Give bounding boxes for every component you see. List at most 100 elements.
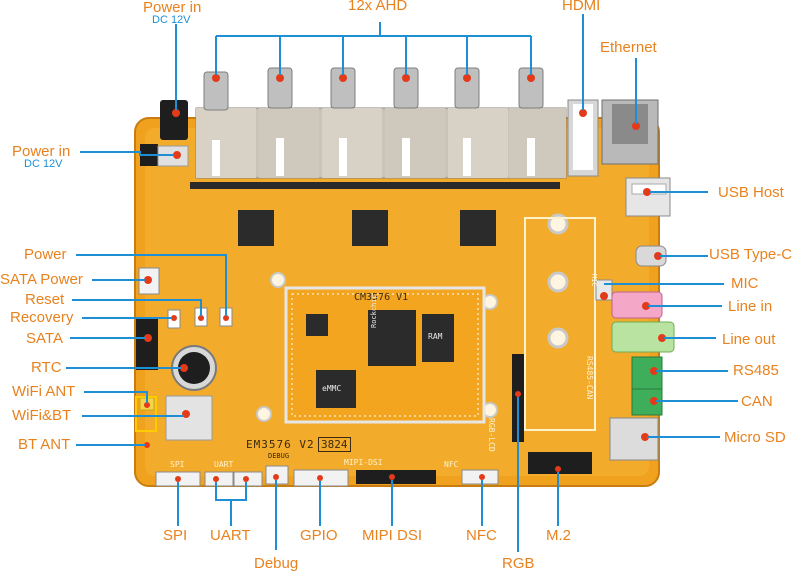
dc-jack-top-marker <box>172 109 180 117</box>
ahd-decoder-2 <box>352 210 388 246</box>
label-power-in-top: Power in <box>143 0 202 16</box>
sata-marker <box>144 334 152 342</box>
rs485-terminal <box>631 356 663 390</box>
label-nfc: NFC <box>466 527 497 544</box>
gpio-marker <box>317 475 323 481</box>
m2-slot <box>528 452 592 474</box>
label-rs485: RS485 <box>733 362 779 379</box>
mipi-dsi-connector <box>356 470 436 484</box>
pmic-chip <box>306 314 328 336</box>
ahd-decoder-3 <box>460 210 496 246</box>
debug-marker <box>273 474 279 480</box>
sata-power-marker <box>144 276 152 284</box>
reset-button-marker <box>198 315 204 321</box>
label-m2: M.2 <box>546 527 572 544</box>
label-debug: Debug <box>254 555 299 572</box>
mount-hole <box>547 213 569 235</box>
micro-sd-slot <box>609 417 659 461</box>
bnc-2 <box>267 67 293 176</box>
micro-sd-marker <box>641 433 649 441</box>
silk-board-name: EM3576 V2 <box>246 438 315 451</box>
label-bt-ant: BT ANT <box>18 436 71 453</box>
label-rgb: RGB <box>502 555 535 572</box>
wifi-ant-marker <box>144 402 150 408</box>
sublabel-power-in-left: DC 12V <box>24 158 63 170</box>
leader-lines <box>66 14 738 552</box>
mount-hole <box>270 272 286 288</box>
label-reset: Reset <box>25 291 65 308</box>
mount-hole <box>547 327 569 349</box>
mic-marker <box>600 292 608 300</box>
label-ethernet: Ethernet <box>600 39 657 56</box>
label-12x-ahd: 12x AHD <box>348 0 408 14</box>
label-gpio: GPIO <box>300 527 338 544</box>
label-power-in-left: Power in <box>12 143 71 160</box>
label-rtc: RTC <box>31 359 62 376</box>
usb-host-marker <box>643 188 651 196</box>
silk-ram: RAM <box>428 332 443 341</box>
sublabel-power-in-top: DC 12V <box>152 14 191 26</box>
silk-spi: SPI <box>170 460 185 469</box>
bnc-3 <box>330 67 356 176</box>
m2-outline <box>524 217 596 431</box>
label-spi: SPI <box>163 527 188 544</box>
can-marker <box>650 397 658 405</box>
mount-hole <box>256 406 272 422</box>
label-micro-sd: Micro SD <box>724 429 786 446</box>
silk-mic: MIC <box>590 274 598 287</box>
bnc-5 <box>454 67 480 176</box>
label-can: CAN <box>741 393 773 410</box>
silk-uart: UART <box>214 460 234 469</box>
wifi-module <box>165 395 213 441</box>
emmc-chip <box>316 370 356 408</box>
label-usb-typec: USB Type-C <box>709 246 793 263</box>
dc-jack-left-marker <box>173 151 181 159</box>
silk-debug: DEBUG <box>268 452 290 460</box>
uart-marker-1 <box>213 476 219 482</box>
label-uart: UART <box>210 527 251 544</box>
label-mic: MIC <box>731 275 759 292</box>
soc-chip <box>368 310 416 366</box>
label-wifi-bt: WiFi&BT <box>12 407 72 424</box>
mount-hole <box>547 271 569 293</box>
line-in-marker <box>642 302 650 310</box>
m2-marker <box>555 466 561 472</box>
ahd-decoder-1 <box>238 210 274 246</box>
rgb-marker <box>515 391 521 397</box>
line-out-marker <box>658 334 666 342</box>
rs485-marker <box>650 367 658 375</box>
silk-soc-brand: Rockchip <box>370 294 378 328</box>
som-dots <box>291 293 479 417</box>
power-button-marker <box>223 315 229 321</box>
mipi-dsi-marker <box>389 474 395 480</box>
label-power: Power <box>24 246 67 263</box>
label-wifi-ant: WiFi ANT <box>12 383 76 400</box>
label-sata: SATA <box>26 330 63 347</box>
ram-chip <box>422 314 454 362</box>
uart-marker-2 <box>243 476 249 482</box>
spi-marker <box>175 476 181 482</box>
silk-board-code: 3824 <box>318 437 351 452</box>
recovery-button-marker <box>171 315 177 321</box>
bt-ant-marker <box>144 442 150 448</box>
label-sata-power: SATA Power <box>0 271 83 288</box>
silk-rs485-can: RS485-CAN <box>585 356 594 400</box>
sata-connector <box>136 318 158 370</box>
nfc-marker <box>479 474 485 480</box>
rtc-marker <box>180 364 188 372</box>
hdmi-marker <box>579 109 587 117</box>
silk-rgb-lcd: RGB-LCD <box>487 418 496 452</box>
ahd-header-strip <box>190 182 560 189</box>
label-recovery: Recovery <box>10 309 74 326</box>
silk-mipi: MIPI-DSI <box>344 458 383 467</box>
label-line-in: Line in <box>728 298 773 315</box>
label-hdmi: HDMI <box>562 0 601 14</box>
silk-nfc: NFC <box>444 460 459 469</box>
bnc-4 <box>393 67 419 176</box>
silk-emmc: eMMC <box>322 384 342 393</box>
label-line-out: Line out <box>722 331 776 348</box>
label-usb-host: USB Host <box>718 184 784 201</box>
bnc-row <box>195 107 567 179</box>
